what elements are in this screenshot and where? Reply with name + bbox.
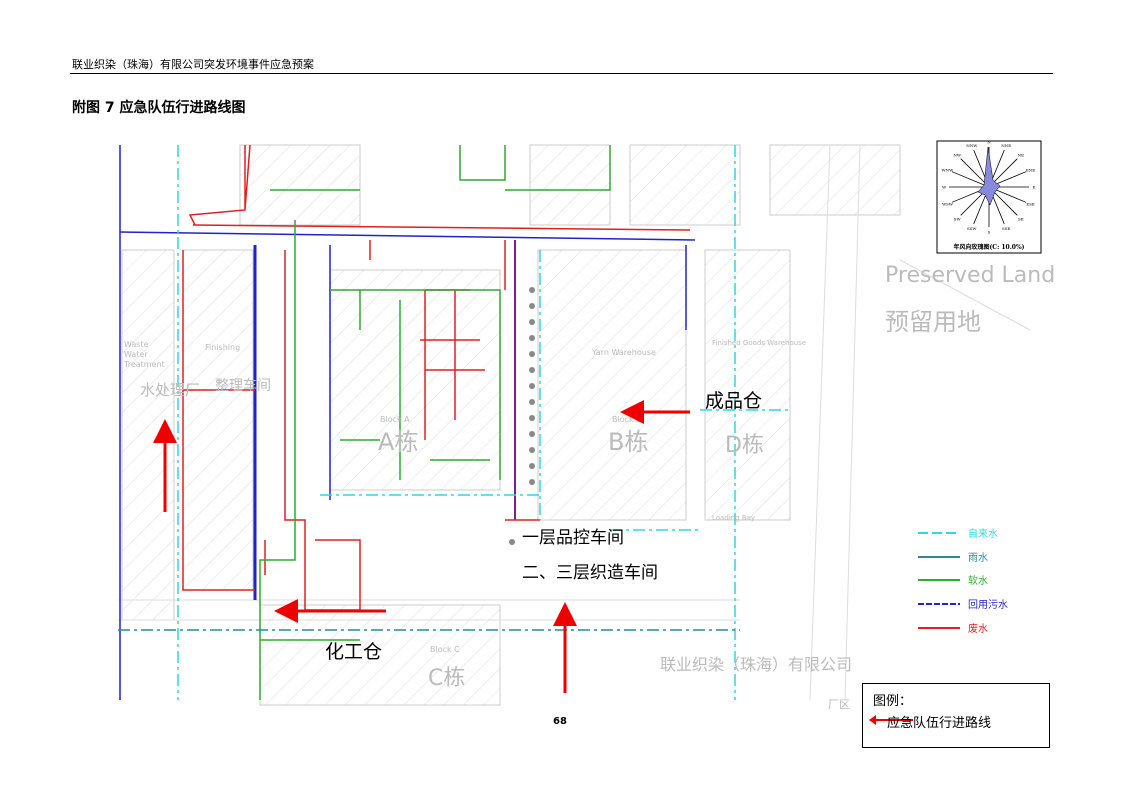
route-arrow-icon <box>869 715 913 725</box>
label-block-c-cn: C栋 <box>428 666 465 691</box>
wind-rose-direction: SSE <box>1002 226 1010 231</box>
label-waste-water-cn: 水处理厂 <box>140 381 200 399</box>
pipe-legend: 自来水 雨水 软水 回用污水 废水 <box>918 527 1008 635</box>
label-yarn-warehouse: Yarn Warehouse <box>591 348 656 357</box>
label-waste-water-en: Waste Water Treatment <box>124 340 165 369</box>
annotation-weaving-workshop: 二、三层织造车间 <box>522 563 658 583</box>
wind-rose-direction: E <box>1033 185 1036 190</box>
label-block-b-en: Block B <box>612 415 642 424</box>
wind-rose-direction: WSW <box>942 202 954 207</box>
wind-rose-caption: 年风向玫瑰图(C: 10.0%) <box>953 243 1024 251</box>
label-loading: Loading Bay <box>712 514 755 522</box>
annotation-finished-goods-store: 成品仓 <box>705 390 762 412</box>
figure-title: 附图 7 应急队伍行进路线图 <box>72 100 246 116</box>
annotation-qc-workshop: 一层品控车间 <box>522 528 624 548</box>
page-number: 68 <box>553 716 567 727</box>
pipe-network <box>118 144 790 700</box>
wind-rose-direction: N <box>987 140 991 145</box>
label-finishing-cn: 整理车间 <box>215 377 271 394</box>
wind-rose-direction: W <box>942 185 947 190</box>
wind-rose-direction: ENE <box>1026 167 1035 172</box>
label-block-b-cn: B栋 <box>608 428 648 456</box>
legend-soft-water: 软水 <box>968 574 988 587</box>
label-preserved-land: Preserved Land <box>885 263 1055 288</box>
legend-rain-water: 雨水 <box>968 552 988 564</box>
label-finishing-en: Finishing <box>205 343 240 352</box>
header-divider <box>70 73 1053 74</box>
wind-rose-direction: NNW <box>966 143 978 148</box>
label-preserved-land-cn: 预留用地 <box>885 308 981 336</box>
wind-rose-direction: S <box>988 230 991 235</box>
emergency-routes <box>153 400 690 693</box>
route-legend-item: 应急队伍行进路线 <box>887 716 992 731</box>
wind-rose-direction: SE <box>1018 216 1024 221</box>
buildings <box>121 144 901 706</box>
wind-rose-direction: NNE <box>1001 143 1011 148</box>
wind-rose-spoke <box>951 171 990 188</box>
route-legend-box: 图例： 应急队伍行进路线 <box>862 683 1050 748</box>
annotation-chemical-store: 化工仓 <box>325 641 382 663</box>
wind-rose: N NNE NE ENE E ESE SE SSE S SSW SW WSW W WNW NW NNW 年风向… <box>936 140 1042 254</box>
route-legend-title: 图例： <box>873 694 913 709</box>
legend-tap-water: 自来水 <box>968 527 998 540</box>
label-block-d-cn: D栋 <box>725 433 764 458</box>
wind-rose-direction: NE <box>1018 153 1025 158</box>
wind-rose-direction: SW <box>954 216 962 221</box>
manholes <box>509 287 535 545</box>
label-plant-area: 厂区 <box>828 698 850 711</box>
label-block-a-en: Block A <box>380 415 410 424</box>
label-block-c-en: Block C <box>430 645 460 654</box>
document-header: 联业织染（珠海）有限公司突发环境事件应急预案 <box>72 58 314 71</box>
wind-rose-direction: WNW <box>942 167 955 172</box>
label-block-a-cn: A栋 <box>378 428 418 456</box>
wind-rose-direction: ESE <box>1026 202 1035 207</box>
legend-reuse-sewage: 回用污水 <box>968 599 1008 611</box>
wind-rose-direction: NW <box>953 153 962 158</box>
label-company: 联业织染（珠海）有限公司 <box>660 655 852 674</box>
label-finished-goods: Finished Goods Warehouse <box>712 339 806 347</box>
wind-rose-direction: SSW <box>967 226 977 231</box>
legend-waste-water: 废水 <box>968 622 988 635</box>
